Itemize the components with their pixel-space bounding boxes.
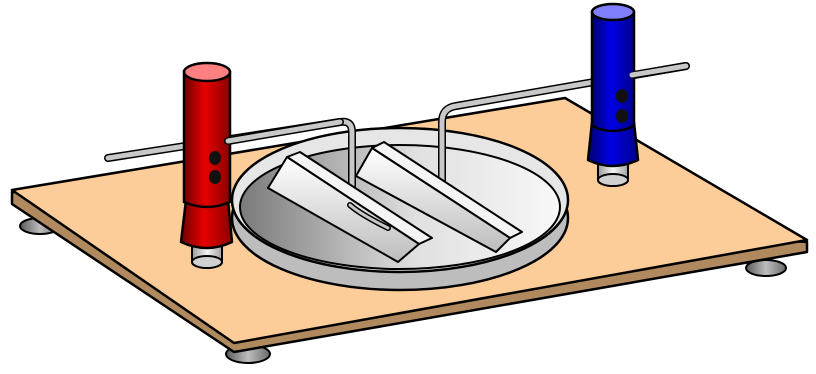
blue-post-cap xyxy=(592,4,634,20)
red-post-hole-upper xyxy=(209,151,221,165)
blue-post-hole-upper xyxy=(616,89,628,103)
blue-post-body xyxy=(592,12,634,131)
blue-binding-post xyxy=(588,4,638,186)
red-post-cap xyxy=(184,63,230,81)
red-post-hole-lower xyxy=(209,170,221,184)
blue-post-hole-lower xyxy=(616,109,628,123)
red-binding-post xyxy=(181,63,232,268)
red-post-body xyxy=(184,72,230,207)
